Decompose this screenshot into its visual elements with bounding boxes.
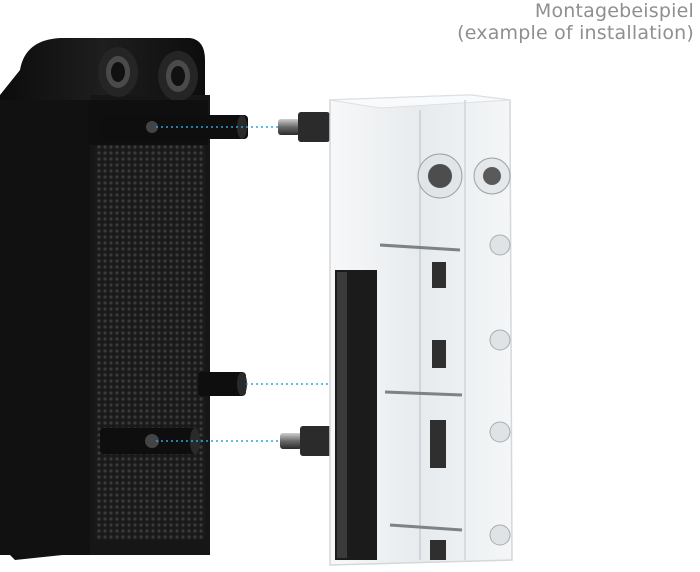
standoff-top (100, 115, 248, 139)
acrylic-inner-parts (430, 262, 446, 560)
caption-english: (example of installation) (457, 22, 694, 44)
thread-port-left (98, 47, 138, 97)
caption-german: Montagebeispiel (534, 0, 694, 22)
standoff-bottom (100, 428, 200, 454)
standoff-middle (198, 372, 247, 396)
acrylic-screw-heads (489, 234, 511, 546)
pin-top (278, 112, 330, 142)
acrylic-fitting-top (417, 153, 511, 199)
thread-port-right (158, 51, 198, 101)
pin-bottom (280, 426, 332, 456)
installation-caption: Montagebeispiel (example of installation… (457, 0, 694, 44)
alignment-lines (156, 126, 330, 442)
radiator (0, 38, 210, 560)
acrylic-screws (379, 243, 463, 532)
acrylic-block (329, 94, 513, 566)
radiator-mesh (95, 140, 205, 540)
